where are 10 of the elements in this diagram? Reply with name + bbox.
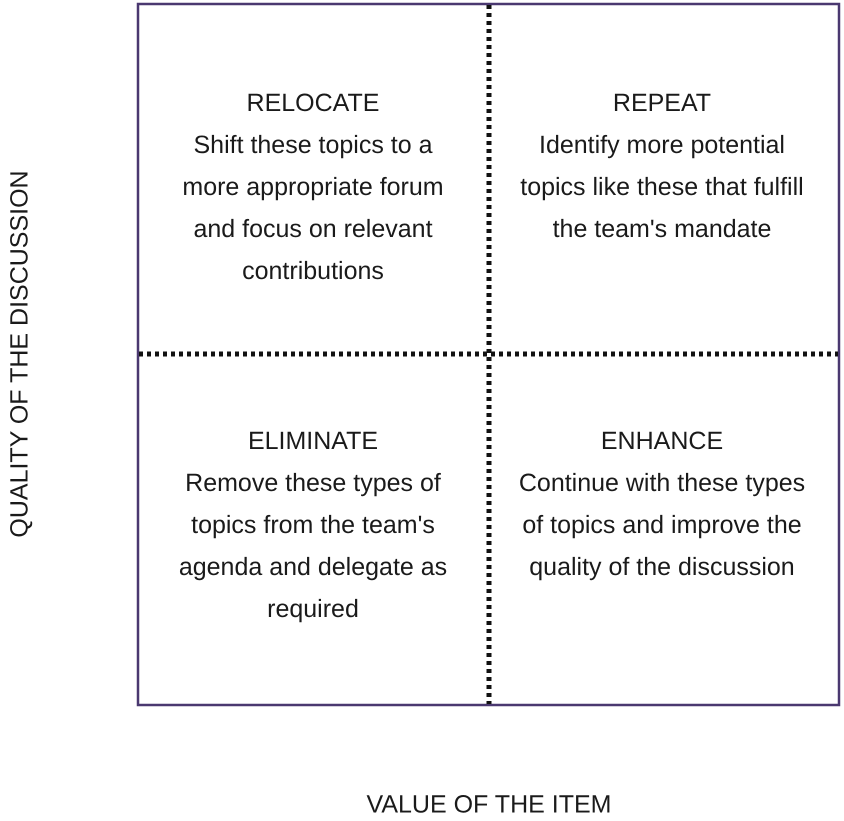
quadrant-description: Identify more potential topics like these that fulfill the team's mandate xyxy=(519,130,805,245)
quadrant-heading: ELIMINATE xyxy=(248,426,378,457)
quadrant-heading: ENHANCE xyxy=(600,426,724,457)
quadrant-heading: RELOCATE xyxy=(246,88,380,119)
y-axis-label: QUALITY OF THE DISCUSSION xyxy=(6,170,34,538)
quadrant-heading: REPEAT xyxy=(612,88,712,119)
quadrant-description: Shift these topics to a more appropriate forum and focus on relevant contributions xyxy=(181,130,445,287)
x-axis-label: VALUE OF THE ITEM xyxy=(366,790,612,820)
quadrant-description: Remove these types of topics from the team's agenda and delegate as required xyxy=(178,468,448,625)
quadrant-description: Continue with these types of topics and improve the quality of the discussion xyxy=(518,468,806,583)
